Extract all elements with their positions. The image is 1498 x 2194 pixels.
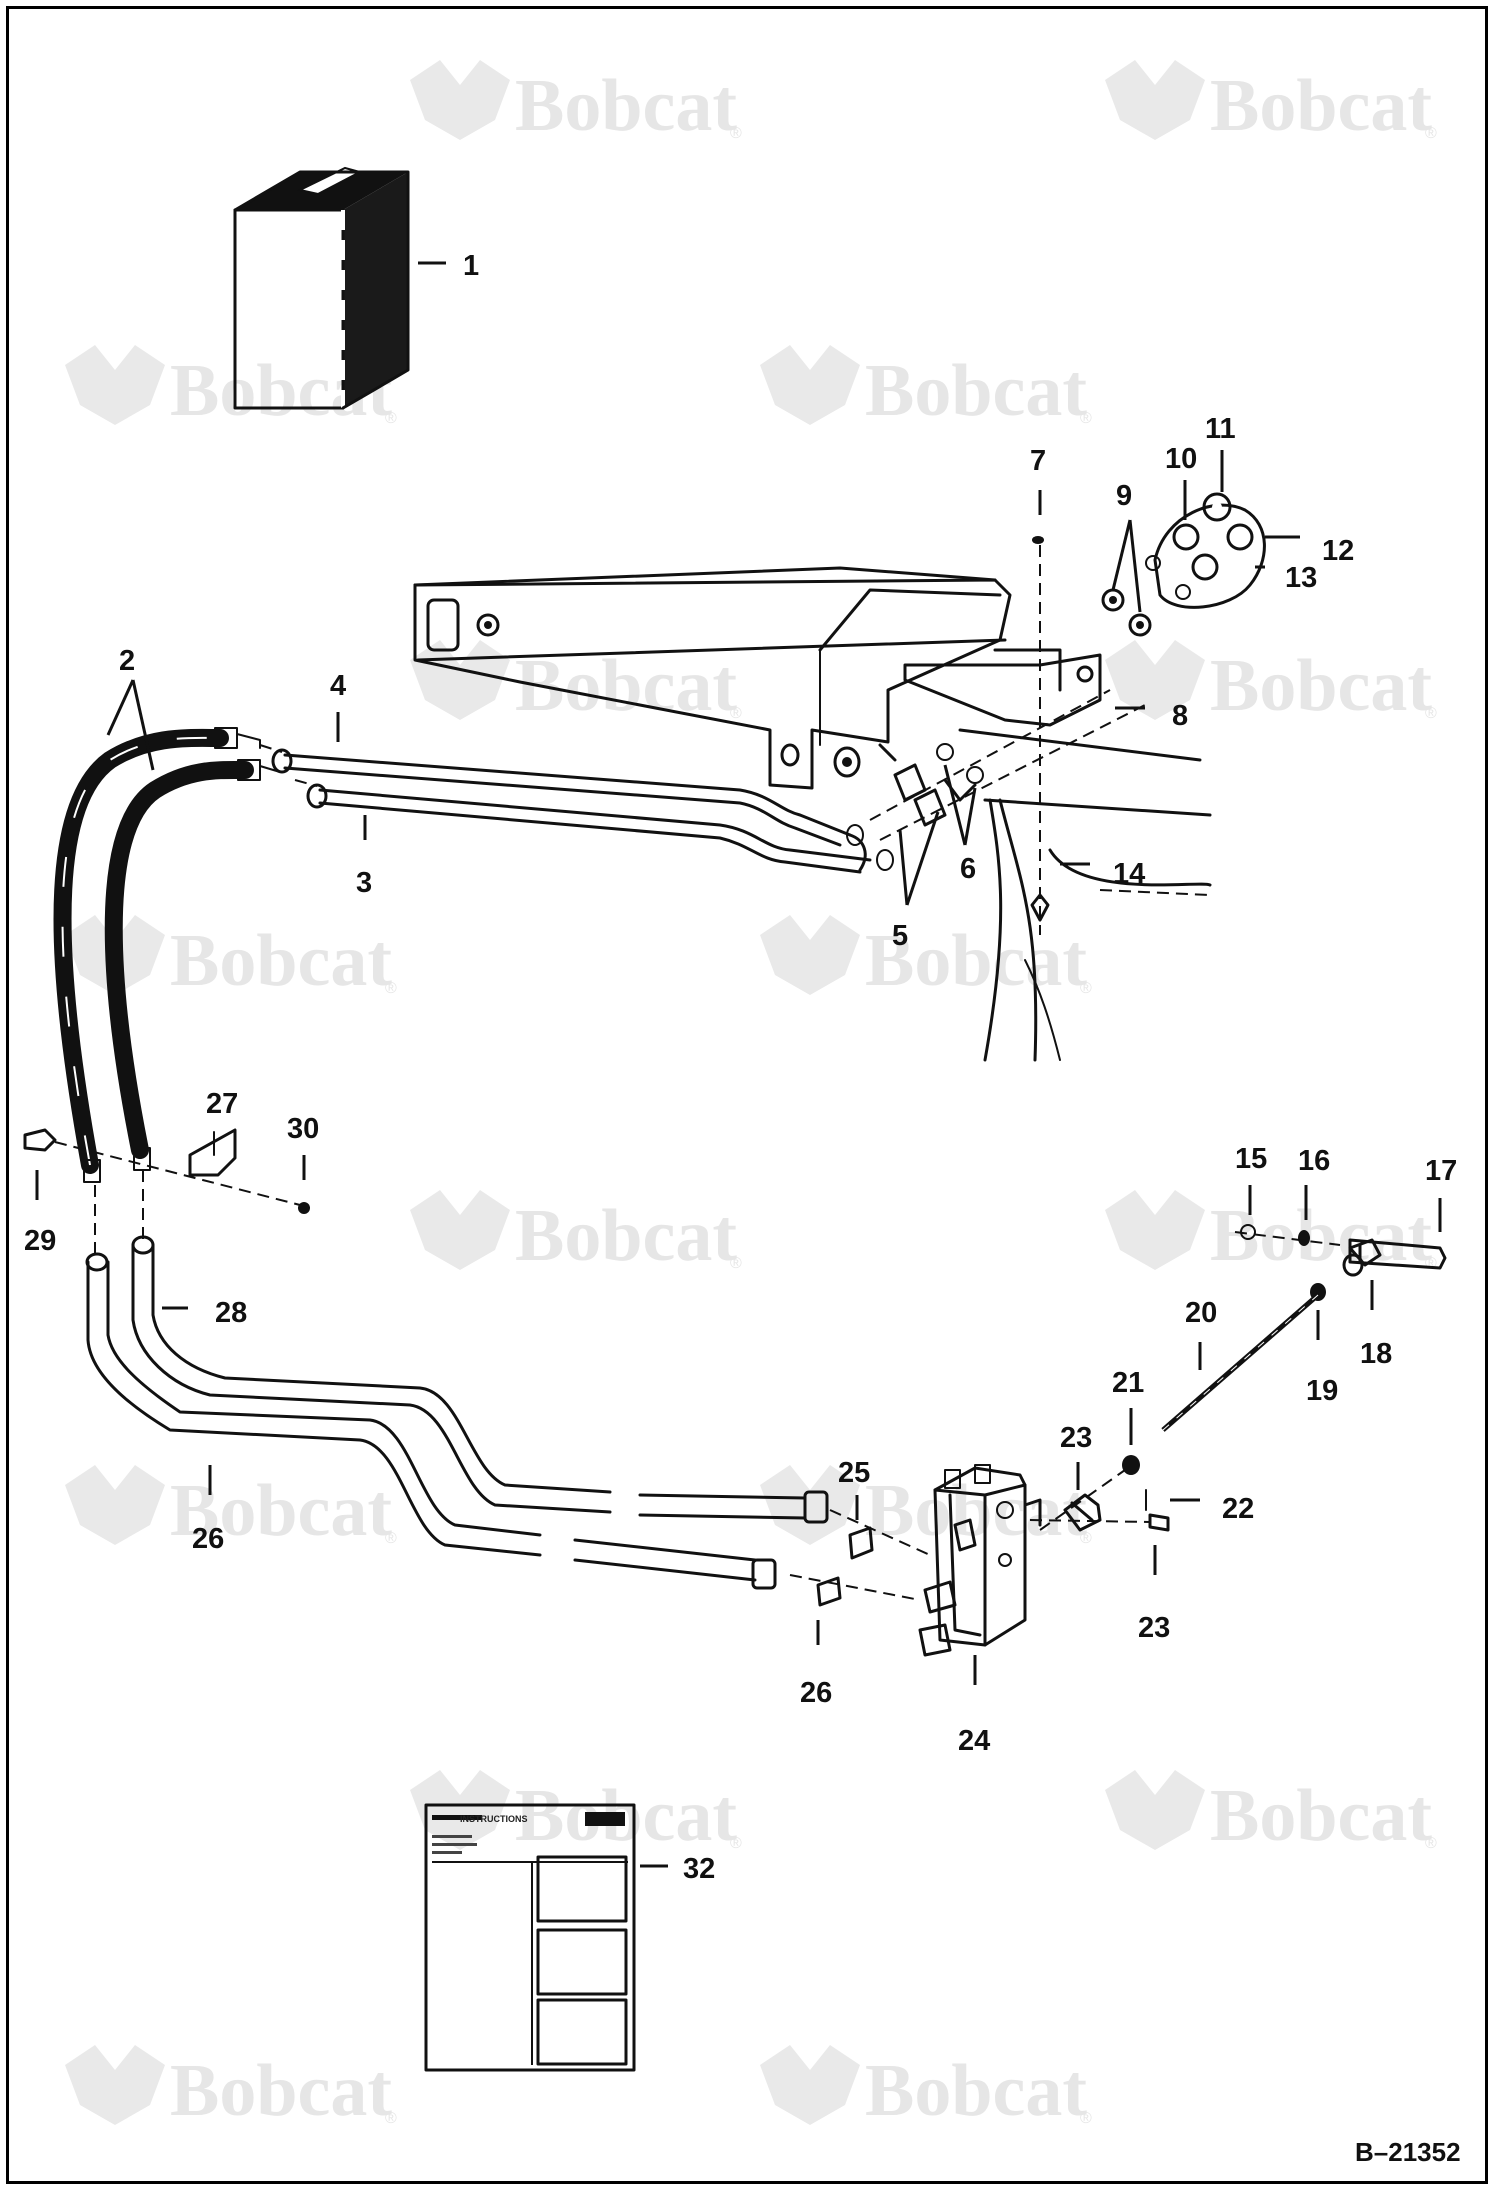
callout-11: 11 [1205,413,1236,445]
watermark-registered: ® [385,2110,397,2127]
watermark: Bobcat ® [1105,1190,1437,1277]
part-fittings-26 [789,1509,931,1607]
callout-7: 7 [1030,445,1046,477]
watermark-registered: ® [730,1255,742,1272]
watermark-text: Bobcat [515,1775,737,1857]
decal-heading: INSTRUCTIONS [460,1814,528,1824]
part-box-manual [233,166,410,410]
watermark-text: Bobcat [170,1470,392,1552]
watermark-registered: ® [1425,1835,1437,1852]
callout-4: 4 [330,670,346,702]
watermark-text: Bobcat [865,2050,1087,2132]
watermark: Bobcat ® [1105,60,1437,147]
callout-19: 19 [1306,1375,1338,1407]
watermark: Bobcat ® [760,1465,1092,1552]
callout-28: 28 [215,1297,247,1329]
callout-26-lower: 26 [800,1677,832,1709]
watermark-text: Bobcat [515,645,737,727]
watermark: Bobcat ® [410,1770,742,1857]
callout-1: 1 [463,250,479,282]
callout-10: 10 [1165,443,1197,475]
callout-27: 26 [192,1523,224,1555]
figure-number: B–21352 [1355,2137,1461,2167]
callout-5: 5 [892,920,908,952]
watermark: Bobcat ® [1105,640,1437,727]
part-control-valve [918,1464,1042,1657]
watermark: Bobcat ® [760,915,1092,1002]
callout-layer: 1 2 4 3 7 9 10 11 12 13 8 14 5 6 27 [24,250,1457,1885]
part-control-linkage [1029,1224,1447,1532]
callout-32: 32 [683,1853,715,1885]
callout-12: 12 [1322,535,1354,567]
callout-26-upper: 25 [838,1457,870,1489]
watermark-registered: ® [385,410,397,427]
callout-2: 2 [119,645,135,677]
watermark-registered: ® [1080,2110,1092,2127]
watermark-registered: ® [730,1835,742,1852]
watermark-layer: Bobcat ® Bobcat ® Bobcat ® Bobcat ® Bobc… [65,60,1437,2132]
callout-17: 17 [1425,1155,1457,1187]
watermark: Bobcat ® [65,1465,397,1552]
callout-20: 20 [1185,1297,1217,1329]
watermark-registered: ® [730,705,742,722]
callout-8: 8 [1172,700,1188,732]
callout-31: 30 [287,1113,319,1145]
watermark: Bobcat ® [410,1190,742,1277]
watermark-text: Bobcat [865,350,1087,432]
part-flange-assembly [1030,492,1266,935]
watermark-registered: ® [1080,980,1092,997]
watermark-text: Bobcat [1210,65,1432,147]
watermark-registered: ® [1425,1255,1437,1272]
watermark-text: Bobcat [865,920,1087,1002]
callout-13: 13 [1285,562,1317,594]
watermark: Bobcat ® [760,345,1092,432]
watermark: Bobcat ® [410,60,742,147]
callout-30: 29 [24,1225,56,1257]
callout-25: 24 [958,1725,990,1757]
watermark: Bobcat ® [410,640,742,727]
callout-9: 9 [1116,480,1132,512]
watermark: Bobcat ® [760,2045,1092,2132]
callout-6: 6 [960,853,976,885]
callout-21: 21 [1112,1367,1144,1399]
watermark-registered: ® [1425,705,1437,722]
watermark-text: Bobcat [515,65,737,147]
callout-16: 16 [1298,1145,1330,1177]
watermark-text: Bobcat [1210,1195,1432,1277]
callout-15: 15 [1235,1143,1267,1175]
watermark: Bobcat ® [1105,1770,1437,1857]
part-fittings-5-6 [869,689,1146,841]
callout-18: 18 [1360,1338,1392,1370]
callout-29: 27 [206,1088,238,1120]
callout-22: 22 [1222,1493,1254,1525]
watermark-registered: ® [385,980,397,997]
watermark-text: Bobcat [170,2050,392,2132]
watermark-text: Bobcat [1210,645,1432,727]
watermark-registered: ® [385,1530,397,1547]
callout-23: 23 [1138,1612,1170,1644]
watermark-registered: ® [1080,1530,1092,1547]
watermark-registered: ® [1080,410,1092,427]
callout-14: 14 [1113,858,1145,890]
watermark-text: Bobcat [1210,1775,1432,1857]
watermark: Bobcat ® [65,2045,397,2132]
part-steel-tubes-upper [259,744,894,874]
watermark-registered: ® [730,125,742,142]
part-steel-tubes-lower [85,1170,829,1590]
watermark-registered: ® [1425,125,1437,142]
part-instruction-decal: INSTRUCTIONS [424,1803,636,2072]
watermark: Bobcat ® [65,915,397,1002]
watermark-text: Bobcat [170,920,392,1002]
watermark-text: Bobcat [515,1195,737,1277]
callout-24: 23 [1060,1422,1092,1454]
callout-3: 3 [356,867,372,899]
diagram-border [6,6,1488,2184]
part-clamp-bracket [23,1128,310,1214]
